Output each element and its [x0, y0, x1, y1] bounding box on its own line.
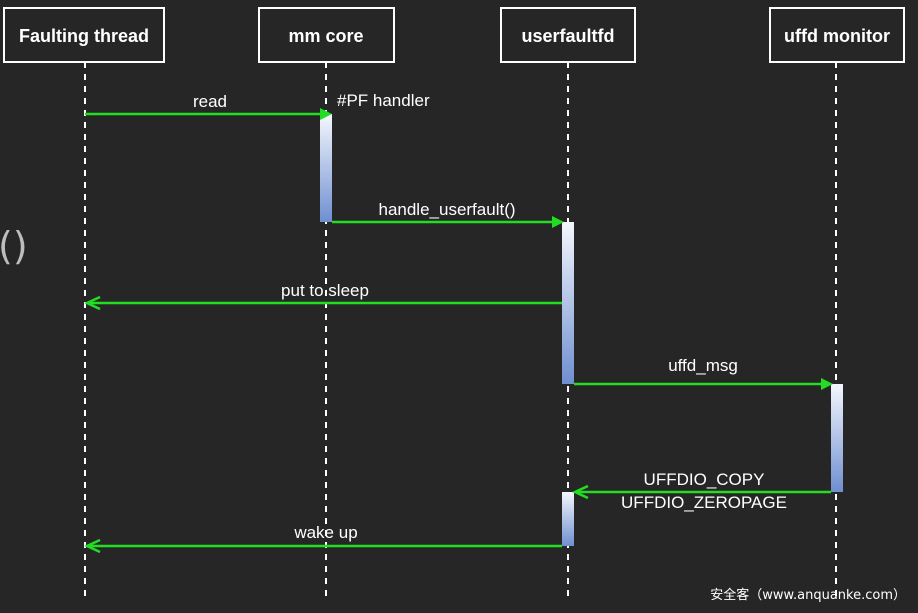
message-uffd-msg: uffd_msg: [574, 356, 833, 390]
message-label-wake-up: wake up: [293, 523, 357, 542]
message-label-uffd-msg: uffd_msg: [668, 356, 738, 375]
message-label-put-to-sleep: put to sleep: [281, 281, 369, 300]
note-pf-handler: #PF handler: [337, 91, 430, 110]
edge-glyph: (): [0, 224, 28, 268]
message-put-to-sleep: put to sleep: [84, 281, 562, 311]
message-label-handle-userfault: handle_userfault(): [378, 200, 515, 219]
activation-userfaultfd-2: [562, 492, 574, 546]
message-wake-up: wake up: [84, 523, 562, 554]
participant-label: uffd monitor: [784, 26, 890, 46]
activation-mm-core: [320, 114, 332, 222]
participant-faulting-thread: Faulting thread: [3, 7, 165, 63]
participant-userfaultfd: userfaultfd: [500, 7, 636, 63]
message-read: read: [85, 92, 332, 120]
message-uffdio: UFFDIO_COPY UFFDIO_ZEROPAGE: [572, 470, 831, 512]
message-label-read: read: [193, 92, 227, 111]
participant-uffd-monitor: uffd monitor: [769, 7, 905, 63]
watermark: 安全客（www.anquanke.com）: [710, 588, 906, 603]
activation-userfaultfd-1: [562, 222, 574, 384]
message-label-uffdio-copy: UFFDIO_COPY: [644, 470, 765, 489]
activation-uffd-monitor: [831, 384, 843, 492]
participant-mm-core: mm core: [258, 7, 395, 63]
participant-label: userfaultfd: [521, 26, 614, 46]
participant-label: Faulting thread: [19, 26, 149, 46]
participant-label: mm core: [288, 26, 363, 46]
message-handle-userfault: handle_userfault(): [332, 200, 564, 228]
message-label-uffdio-zeropage: UFFDIO_ZEROPAGE: [621, 493, 787, 512]
